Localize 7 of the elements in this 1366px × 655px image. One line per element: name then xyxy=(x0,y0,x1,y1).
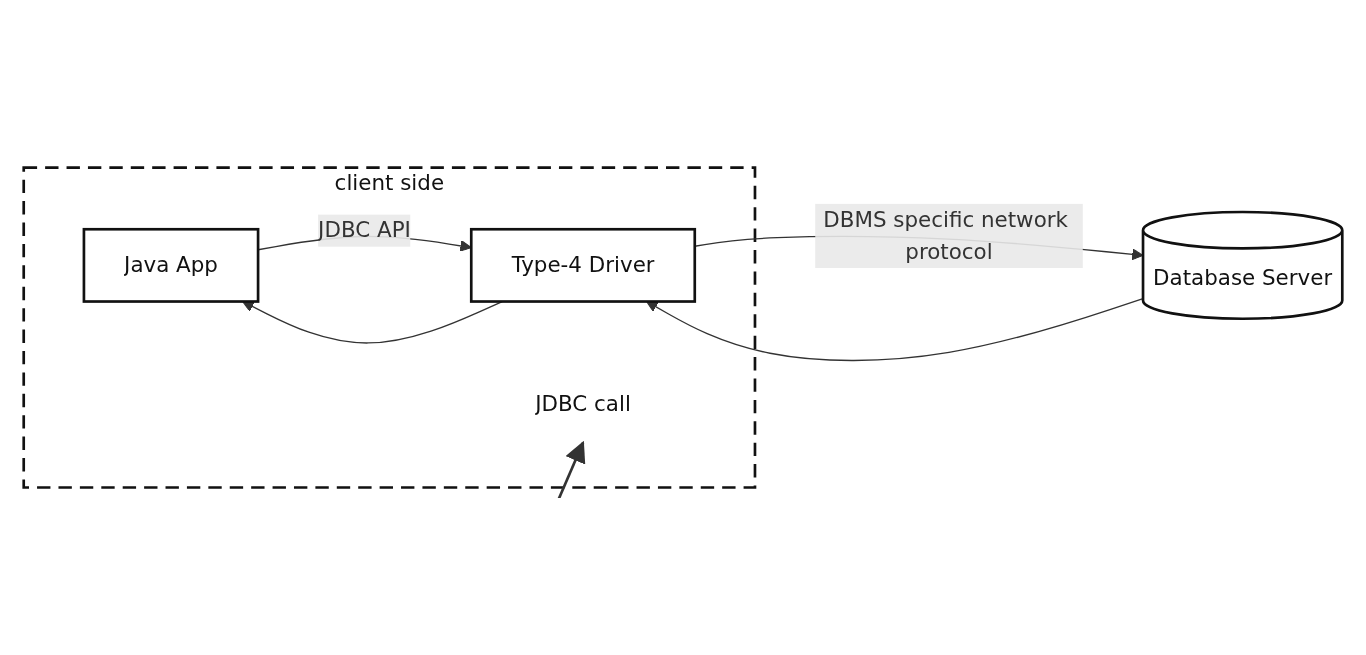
edge-label: JDBC API xyxy=(318,217,411,243)
edge-label: DBMS specific network protocol xyxy=(823,206,1068,264)
node-box: Type-4 Driver xyxy=(469,227,697,303)
node-text: JDBC call xyxy=(535,391,631,417)
node-box: Java App xyxy=(82,227,260,303)
arrow xyxy=(646,297,1144,362)
leader-arrow xyxy=(556,440,586,499)
